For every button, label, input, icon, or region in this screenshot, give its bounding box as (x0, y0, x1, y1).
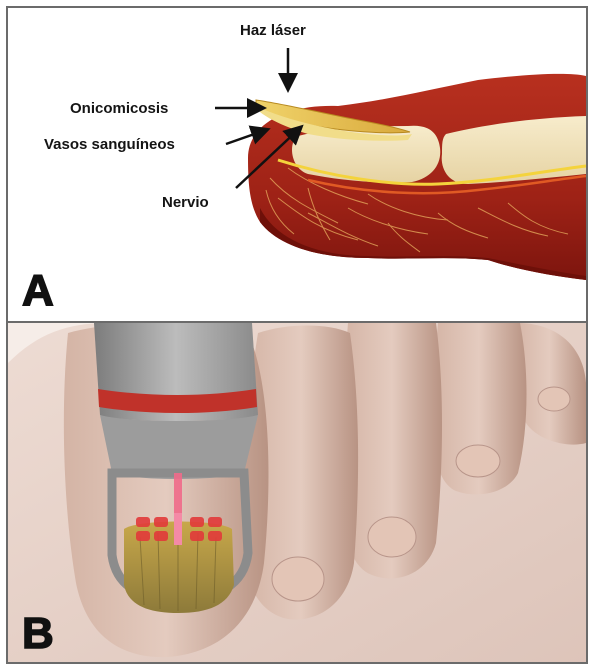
panel-a-letter: A (22, 266, 54, 316)
label-arrows (8, 8, 586, 321)
onychomycosis-label: Onicomicosis (70, 100, 168, 117)
figure-frame: Haz láser Onicomicosis Vasos sanguíneos … (6, 6, 588, 664)
blood-vessels-arrow (226, 130, 266, 144)
toe-laser-device-illustration (8, 323, 586, 662)
panel-b-letter: B (22, 609, 54, 659)
toenail-2 (272, 557, 324, 601)
toenail-4 (456, 445, 500, 477)
nerve-label: Nervio (162, 194, 209, 211)
toenail-3 (368, 517, 416, 557)
panel-a-cross-section: Haz láser Onicomicosis Vasos sanguíneos … (8, 8, 586, 323)
laser-beam-core (174, 513, 182, 545)
panel-b-laser-device-photo: B (8, 323, 586, 662)
toenail-5 (538, 387, 570, 411)
laser-beam-label: Haz láser (240, 22, 306, 39)
blood-vessels-label: Vasos sanguíneos (44, 136, 175, 153)
